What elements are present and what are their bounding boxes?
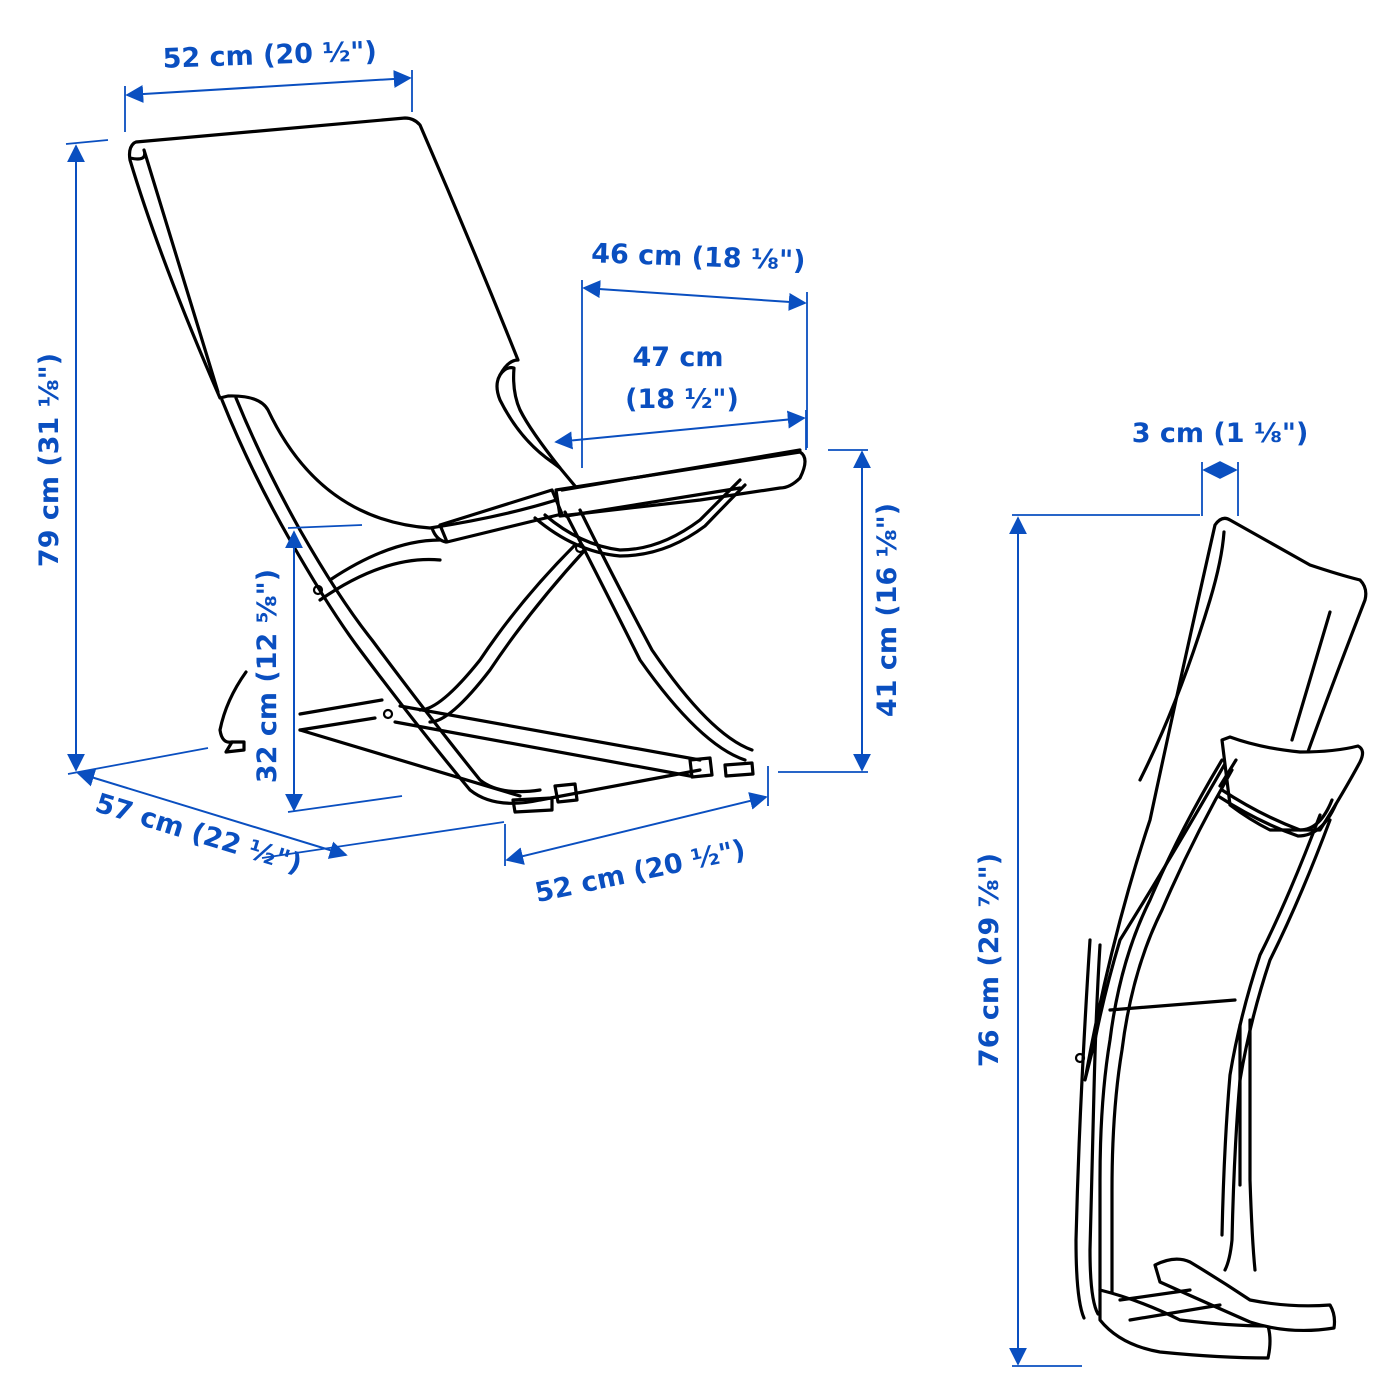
dimension-folded-thickness: 3 cm (1 ⅛") [1132,418,1309,516]
dimension-depth: 57 cm (22 ½") [67,747,505,880]
dimension-total-height: 79 cm (31 ⅛") [34,139,109,772]
label-seat-height: 41 cm (16 ⅛") [872,503,903,717]
label-depth: 57 cm (22 ½") [92,788,306,880]
label-folded-thickness: 3 cm (1 ⅛") [1132,418,1309,449]
label-seat-depth-top: 46 cm (18 ⅛") [591,238,806,276]
folded-chair-illustration [1074,516,1368,1360]
unfolded-chair-illustration [127,116,807,814]
label-folded-height: 76 cm (29 ⅞") [974,853,1005,1067]
label-seat-width-line1: 47 cm [632,342,723,373]
label-armrest-height: 32 cm (12 ⅝") [252,569,283,783]
dimension-seat-height: 41 cm (16 ⅛") [778,449,903,773]
label-total-height: 79 cm (31 ⅛") [34,353,65,567]
dimension-seat-depth-top: 46 cm (18 ⅛") [581,238,808,468]
label-top-width: 52 cm (20 ½") [162,36,377,74]
dimension-folded-height: 76 cm (29 ⅞") [974,514,1200,1367]
dimension-base-width: 52 cm (20 ½") [504,766,769,909]
dimension-armrest-height: 32 cm (12 ⅝") [252,524,403,813]
dimension-top-width: 52 cm (20 ½") [124,36,413,132]
label-seat-width-line2: (18 ½") [625,384,739,415]
dimension-seat-width: 47 cm (18 ½") [554,342,807,450]
